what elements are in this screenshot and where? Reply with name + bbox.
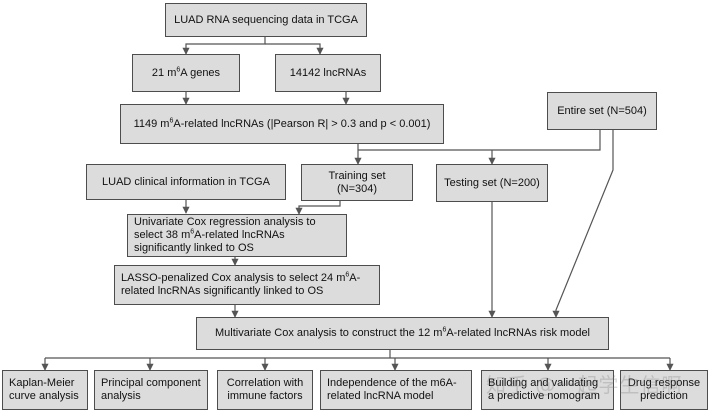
watermark: 知乎 @一起学生信啊 [486, 373, 683, 397]
node-immune-label: Correlation with immune factors [226, 377, 304, 402]
node-lncrnas: 14142 lncRNAs [275, 54, 381, 92]
node-tcga-rna: LUAD RNA sequencing data in TCGA [165, 3, 367, 37]
node-training-label: Training set (N=304) [328, 169, 386, 195]
node-lasso: LASSO-penalized Cox analysis to select 2… [114, 265, 380, 305]
arrow-training-to-univariate [295, 201, 341, 215]
node-drug-response-label: Drug response prediction [627, 377, 701, 402]
node-related-lncrnas-label: 1149 m6A-related lncRNAs (|Pearson R| > … [133, 116, 431, 130]
node-clinical-label: LUAD clinical information in TCGA [102, 175, 270, 188]
node-nomogram: Building and validating a predictive nom… [481, 370, 614, 410]
node-pca-label: Principal component analysis [101, 377, 201, 402]
node-kaplan-meier-label: Kaplan-Meier curve analysis [9, 377, 79, 402]
node-m6a-genes-label: 21 m6A genes [151, 65, 221, 79]
node-training: Training set (N=304) [301, 164, 413, 201]
node-drug-response: Drug response prediction [620, 370, 708, 410]
node-independence-label: Independence of the m6A-related lncRNA m… [327, 377, 457, 402]
node-independence: Independence of the m6A-related lncRNA m… [320, 370, 472, 410]
node-tcga-rna-label: LUAD RNA sequencing data in TCGA [174, 13, 358, 26]
node-nomogram-label: Building and validating a predictive nom… [488, 377, 600, 402]
node-testing-label: Testing set (N=200) [444, 176, 540, 189]
node-univariate-label: Univariate Cox regression analysis to se… [134, 216, 316, 254]
node-univariate: Univariate Cox regression analysis to se… [127, 214, 347, 257]
node-pca: Principal component analysis [94, 370, 208, 410]
node-entire-set-label: Entire set (N=504) [557, 104, 647, 117]
node-kaplan-meier: Kaplan-Meier curve analysis [2, 370, 88, 410]
node-multivariate: Multivariate Cox analysis to construct t… [196, 317, 609, 350]
arrow-entire-to-training [358, 130, 601, 151]
node-testing: Testing set (N=200) [436, 164, 548, 202]
arrow-entire-to-multivariate [552, 130, 614, 318]
node-related-lncrnas: 1149 m6A-related lncRNAs (|Pearson R| > … [120, 104, 444, 144]
node-entire-set: Entire set (N=504) [547, 92, 657, 130]
node-lncrnas-label: 14142 lncRNAs [289, 66, 367, 79]
node-multivariate-label: Multivariate Cox analysis to construct t… [215, 326, 590, 339]
arrow-tcga-to-lncrnas [265, 43, 324, 55]
node-clinical: LUAD clinical information in TCGA [86, 164, 286, 200]
node-immune: Correlation with immune factors [217, 370, 313, 410]
node-lasso-label: LASSO-penalized Cox analysis to select 2… [121, 271, 361, 297]
node-m6a-genes: 21 m6A genes [132, 54, 240, 92]
arrow-tcga-to-genes [182, 37, 266, 55]
